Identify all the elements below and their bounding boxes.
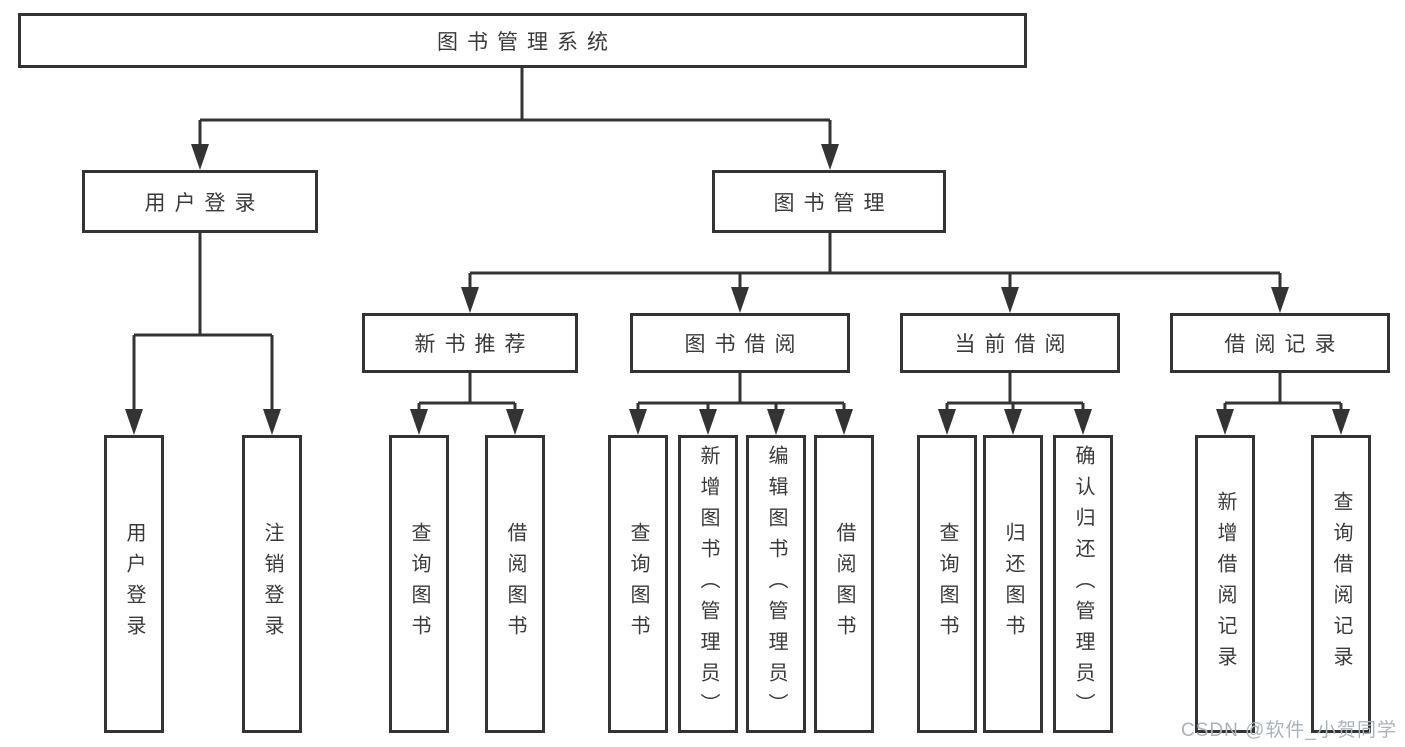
leaf-logout: 注销登录 [242,435,302,733]
node-book-management: 图书管理 [712,170,946,233]
leaf-bb-add-book-admin: 新增图书（管理员） [678,435,738,733]
node-new-book-recommendation: 新书推荐 [362,313,578,373]
leaf-rec-query-book: 查询图书 [389,435,449,733]
node-user-login: 用户登录 [82,170,318,233]
leaf-rec-borrow-book: 借阅图书 [485,435,545,733]
node-root-library-system: 图书管理系统 [18,13,1027,68]
leaf-br-add-record: 新增借阅记录 [1195,435,1255,733]
leaf-user-login: 用户登录 [104,435,164,733]
leaf-br-query-record: 查询借阅记录 [1311,435,1371,733]
leaf-bb-borrow-book: 借阅图书 [814,435,874,733]
leaf-cb-query-book: 查询图书 [917,435,977,733]
leaf-bb-query-book: 查询图书 [608,435,668,733]
node-borrowing-records: 借阅记录 [1170,313,1390,373]
leaf-cb-return-book: 归还图书 [983,435,1043,733]
node-current-borrowing: 当前借阅 [900,313,1120,373]
node-book-borrowing: 图书借阅 [630,313,850,373]
leaf-cb-confirm-return-admin: 确认归还（管理员） [1053,435,1113,733]
leaf-bb-edit-book-admin: 编辑图书（管理员） [746,435,806,733]
